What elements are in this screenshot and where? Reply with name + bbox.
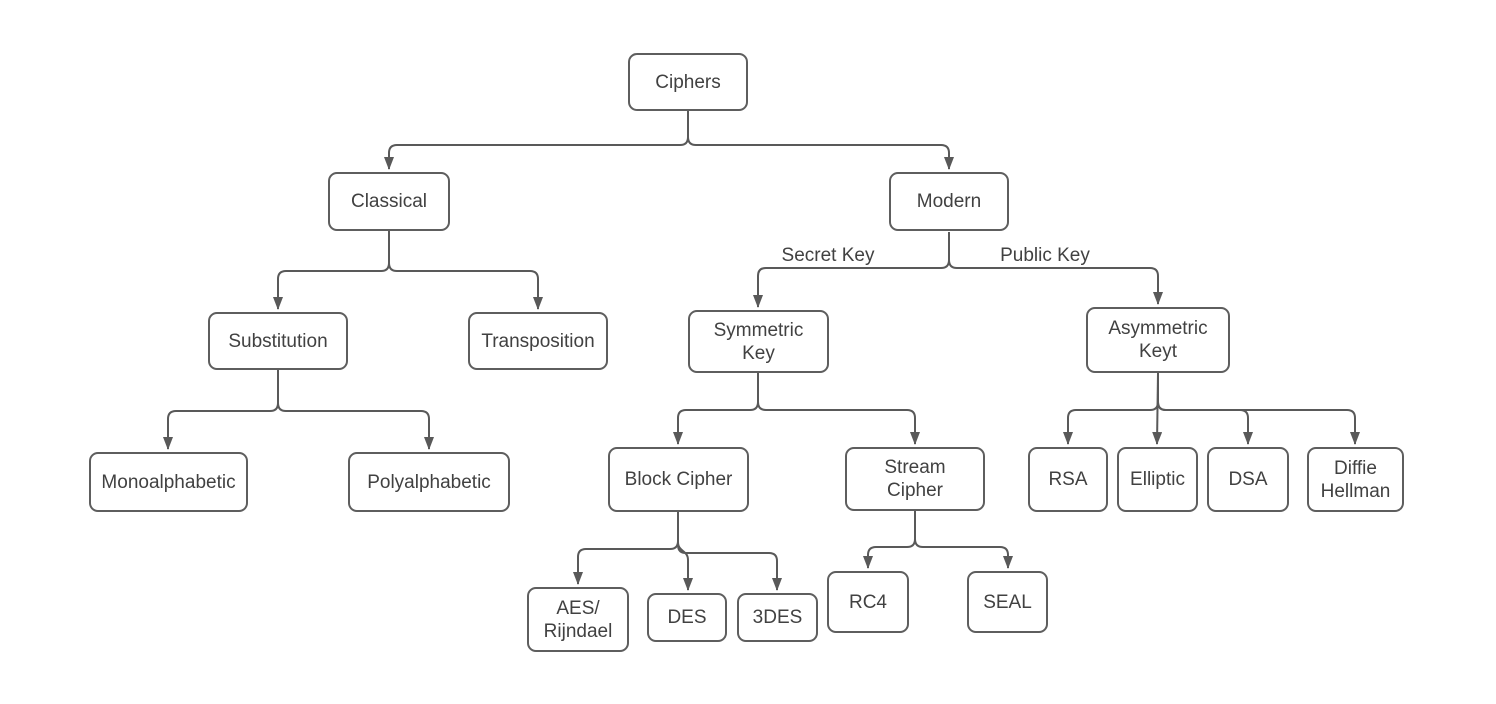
node-3des: 3DES: [737, 593, 818, 642]
node-label: 3DES: [752, 607, 803, 628]
edge-symmetric-stream-cipher: [757, 373, 920, 445]
node-label: Hellman: [1320, 480, 1391, 502]
node-modern: Modern: [889, 172, 1009, 231]
node-label: RC4: [848, 591, 887, 613]
node-label: Key: [742, 342, 775, 364]
node-stream-cipher: Stream Cipher: [845, 447, 985, 511]
node-label: Symmetric: [713, 319, 804, 341]
node-label: Cipher: [887, 480, 943, 501]
node-label: Ciphers: [655, 71, 721, 93]
edge-ciphers-modern: [687, 111, 954, 170]
edge-block-aes-rijndael: [573, 512, 679, 585]
node-label: Substitution: [228, 330, 328, 352]
node-des: DES: [647, 593, 727, 642]
edge-ciphers-classical: [384, 111, 689, 170]
node-asymmetric-key: Asymmetric Keyt: [1086, 307, 1230, 373]
edge-asymmetric-dsa: [1157, 373, 1253, 445]
edge-block-3des: [677, 512, 782, 591]
node-diffie-hellman: Diffie Hellman: [1307, 447, 1404, 512]
node-label: Keyt: [1138, 341, 1178, 362]
node-label: DSA: [1228, 469, 1268, 490]
edge-stream-seal: [914, 511, 1013, 569]
node-substitution: Substitution: [208, 312, 348, 370]
node-label: Stream: [884, 457, 946, 478]
edge-stream-rc4: [863, 511, 916, 569]
node-label: Monoalphabetic: [101, 471, 236, 493]
edge-symmetric-block-cipher: [673, 373, 759, 445]
edge-classical-substitution: [273, 231, 390, 310]
edge-substitution-monoalphabetic: [163, 370, 279, 450]
node-label: Asymmetric: [1108, 318, 1208, 339]
node-monoalphabetic: Monoalphabetic: [89, 452, 248, 512]
node-seal: SEAL: [967, 571, 1048, 633]
edge-substitution-polyalphabetic: [277, 370, 434, 450]
node-label: Modern: [916, 191, 982, 212]
node-label: RSA: [1048, 469, 1088, 490]
node-block-cipher: Block Cipher: [608, 447, 749, 512]
node-elliptic: Elliptic: [1117, 447, 1198, 512]
node-label: Elliptic: [1130, 469, 1185, 490]
edge-asymmetric-rsa: [1063, 373, 1159, 445]
node-aes-rijndael: AES/ Rijndael: [527, 587, 629, 652]
node-label: Transposition: [481, 330, 595, 352]
node-rc4: RC4: [827, 571, 909, 633]
edge-classical-transposition: [388, 231, 543, 310]
node-polyalphabetic: Polyalphabetic: [348, 452, 510, 512]
node-transposition: Transposition: [468, 312, 608, 370]
node-dsa: DSA: [1207, 447, 1289, 512]
node-ciphers: Ciphers: [628, 53, 748, 111]
node-label: Block Cipher: [624, 469, 733, 490]
node-label: AES/: [556, 597, 600, 619]
node-label: Rijndael: [543, 620, 613, 642]
edge-asymmetric-diffie-hellman: [1157, 373, 1360, 445]
edge-modern-symmetric-key: [753, 232, 950, 308]
node-classical: Classical: [328, 172, 450, 231]
edge-label-public-key: Public Key: [985, 245, 1105, 267]
node-label: Polyalphabetic: [367, 471, 491, 493]
node-rsa: RSA: [1028, 447, 1108, 512]
node-label: Classical: [350, 191, 428, 212]
node-label: DES: [667, 607, 707, 628]
node-label: SEAL: [983, 591, 1032, 613]
edge-label-secret-key: Secret Key: [768, 245, 888, 267]
edge-modern-asymmetric-key: [948, 232, 1163, 305]
node-label: Diffie: [1334, 457, 1377, 479]
node-symmetric-key: Symmetric Key: [688, 310, 829, 373]
